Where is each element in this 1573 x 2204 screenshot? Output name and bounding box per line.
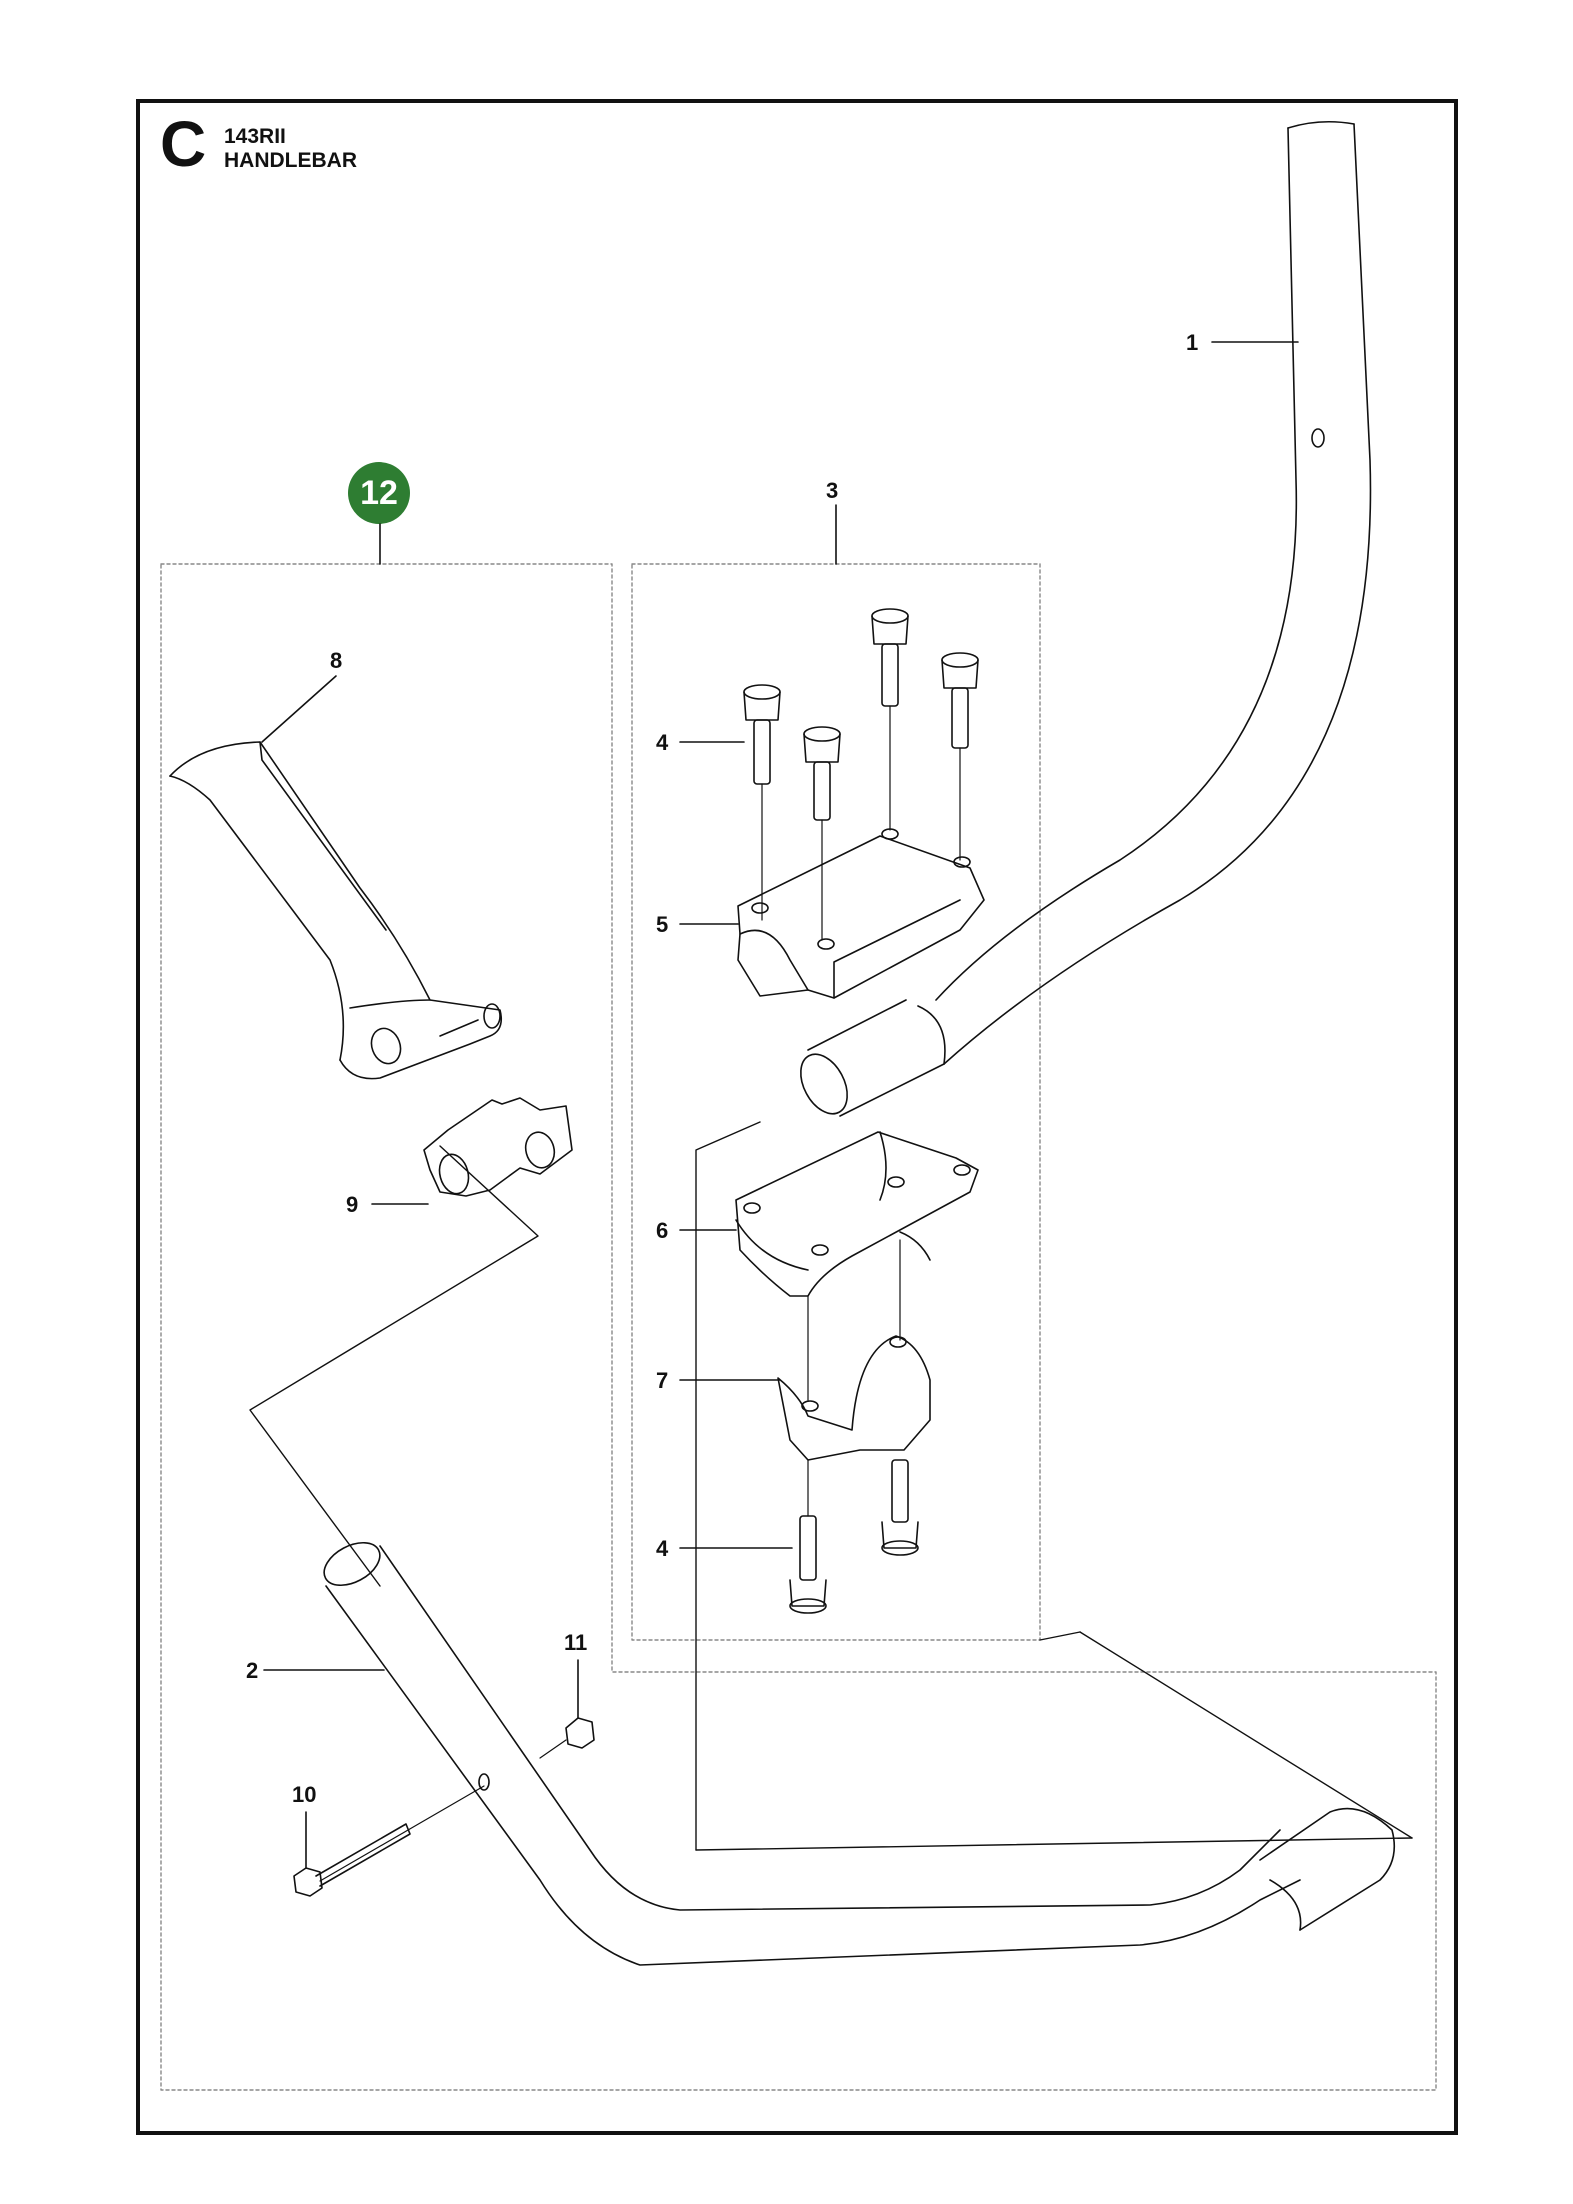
diagram-frame — [136, 99, 1458, 2135]
kit-12-box — [160, 563, 1437, 2091]
callout-7[interactable]: 7 — [656, 1368, 668, 1393]
upper-clamp[interactable] — [737, 828, 985, 999]
assembly-lines — [249, 1121, 1413, 1851]
callout-8[interactable]: 8 — [330, 648, 342, 673]
screw-icon[interactable] — [871, 608, 909, 707]
section-title: HANDLEBAR — [224, 149, 357, 172]
callout-4-upper[interactable]: 4 — [656, 730, 669, 755]
middle-clamp[interactable] — [735, 1131, 979, 1401]
screw-icon[interactable] — [743, 684, 781, 785]
bolt[interactable] — [293, 1785, 485, 1897]
grip[interactable] — [169, 741, 503, 1080]
screw-icon[interactable] — [803, 726, 841, 821]
grip-bracket[interactable] — [423, 1097, 573, 1197]
kit-3-box — [631, 563, 1041, 1641]
screw-icon[interactable] — [941, 652, 979, 749]
screw-set-lower[interactable] — [789, 1459, 919, 1614]
callout-6[interactable]: 6 — [656, 1218, 668, 1243]
kit-badge[interactable]: 12 — [348, 462, 410, 524]
screw-icon[interactable] — [789, 1515, 827, 1614]
leader-line-8 — [261, 675, 337, 743]
section-letter: C — [160, 108, 207, 180]
callout-11[interactable]: 11 — [564, 1630, 587, 1655]
screw-set-upper[interactable] — [743, 608, 979, 941]
model-name: 143RII — [224, 125, 286, 148]
callout-10[interactable]: 10 — [292, 1782, 316, 1807]
left-handlebar-tube[interactable] — [317, 1534, 1396, 1966]
callout-9[interactable]: 9 — [346, 1192, 358, 1217]
callout-1[interactable]: 1 — [1186, 330, 1198, 355]
nut[interactable] — [539, 1717, 595, 1759]
screw-icon[interactable] — [881, 1459, 919, 1556]
callout-3[interactable]: 3 — [826, 478, 838, 503]
callout-5[interactable]: 5 — [656, 912, 668, 937]
right-handlebar-tube[interactable] — [791, 120, 1372, 1122]
lower-clamp[interactable] — [777, 1335, 931, 1461]
callout-4-lower[interactable]: 4 — [656, 1536, 669, 1561]
callout-2[interactable]: 2 — [246, 1658, 258, 1683]
